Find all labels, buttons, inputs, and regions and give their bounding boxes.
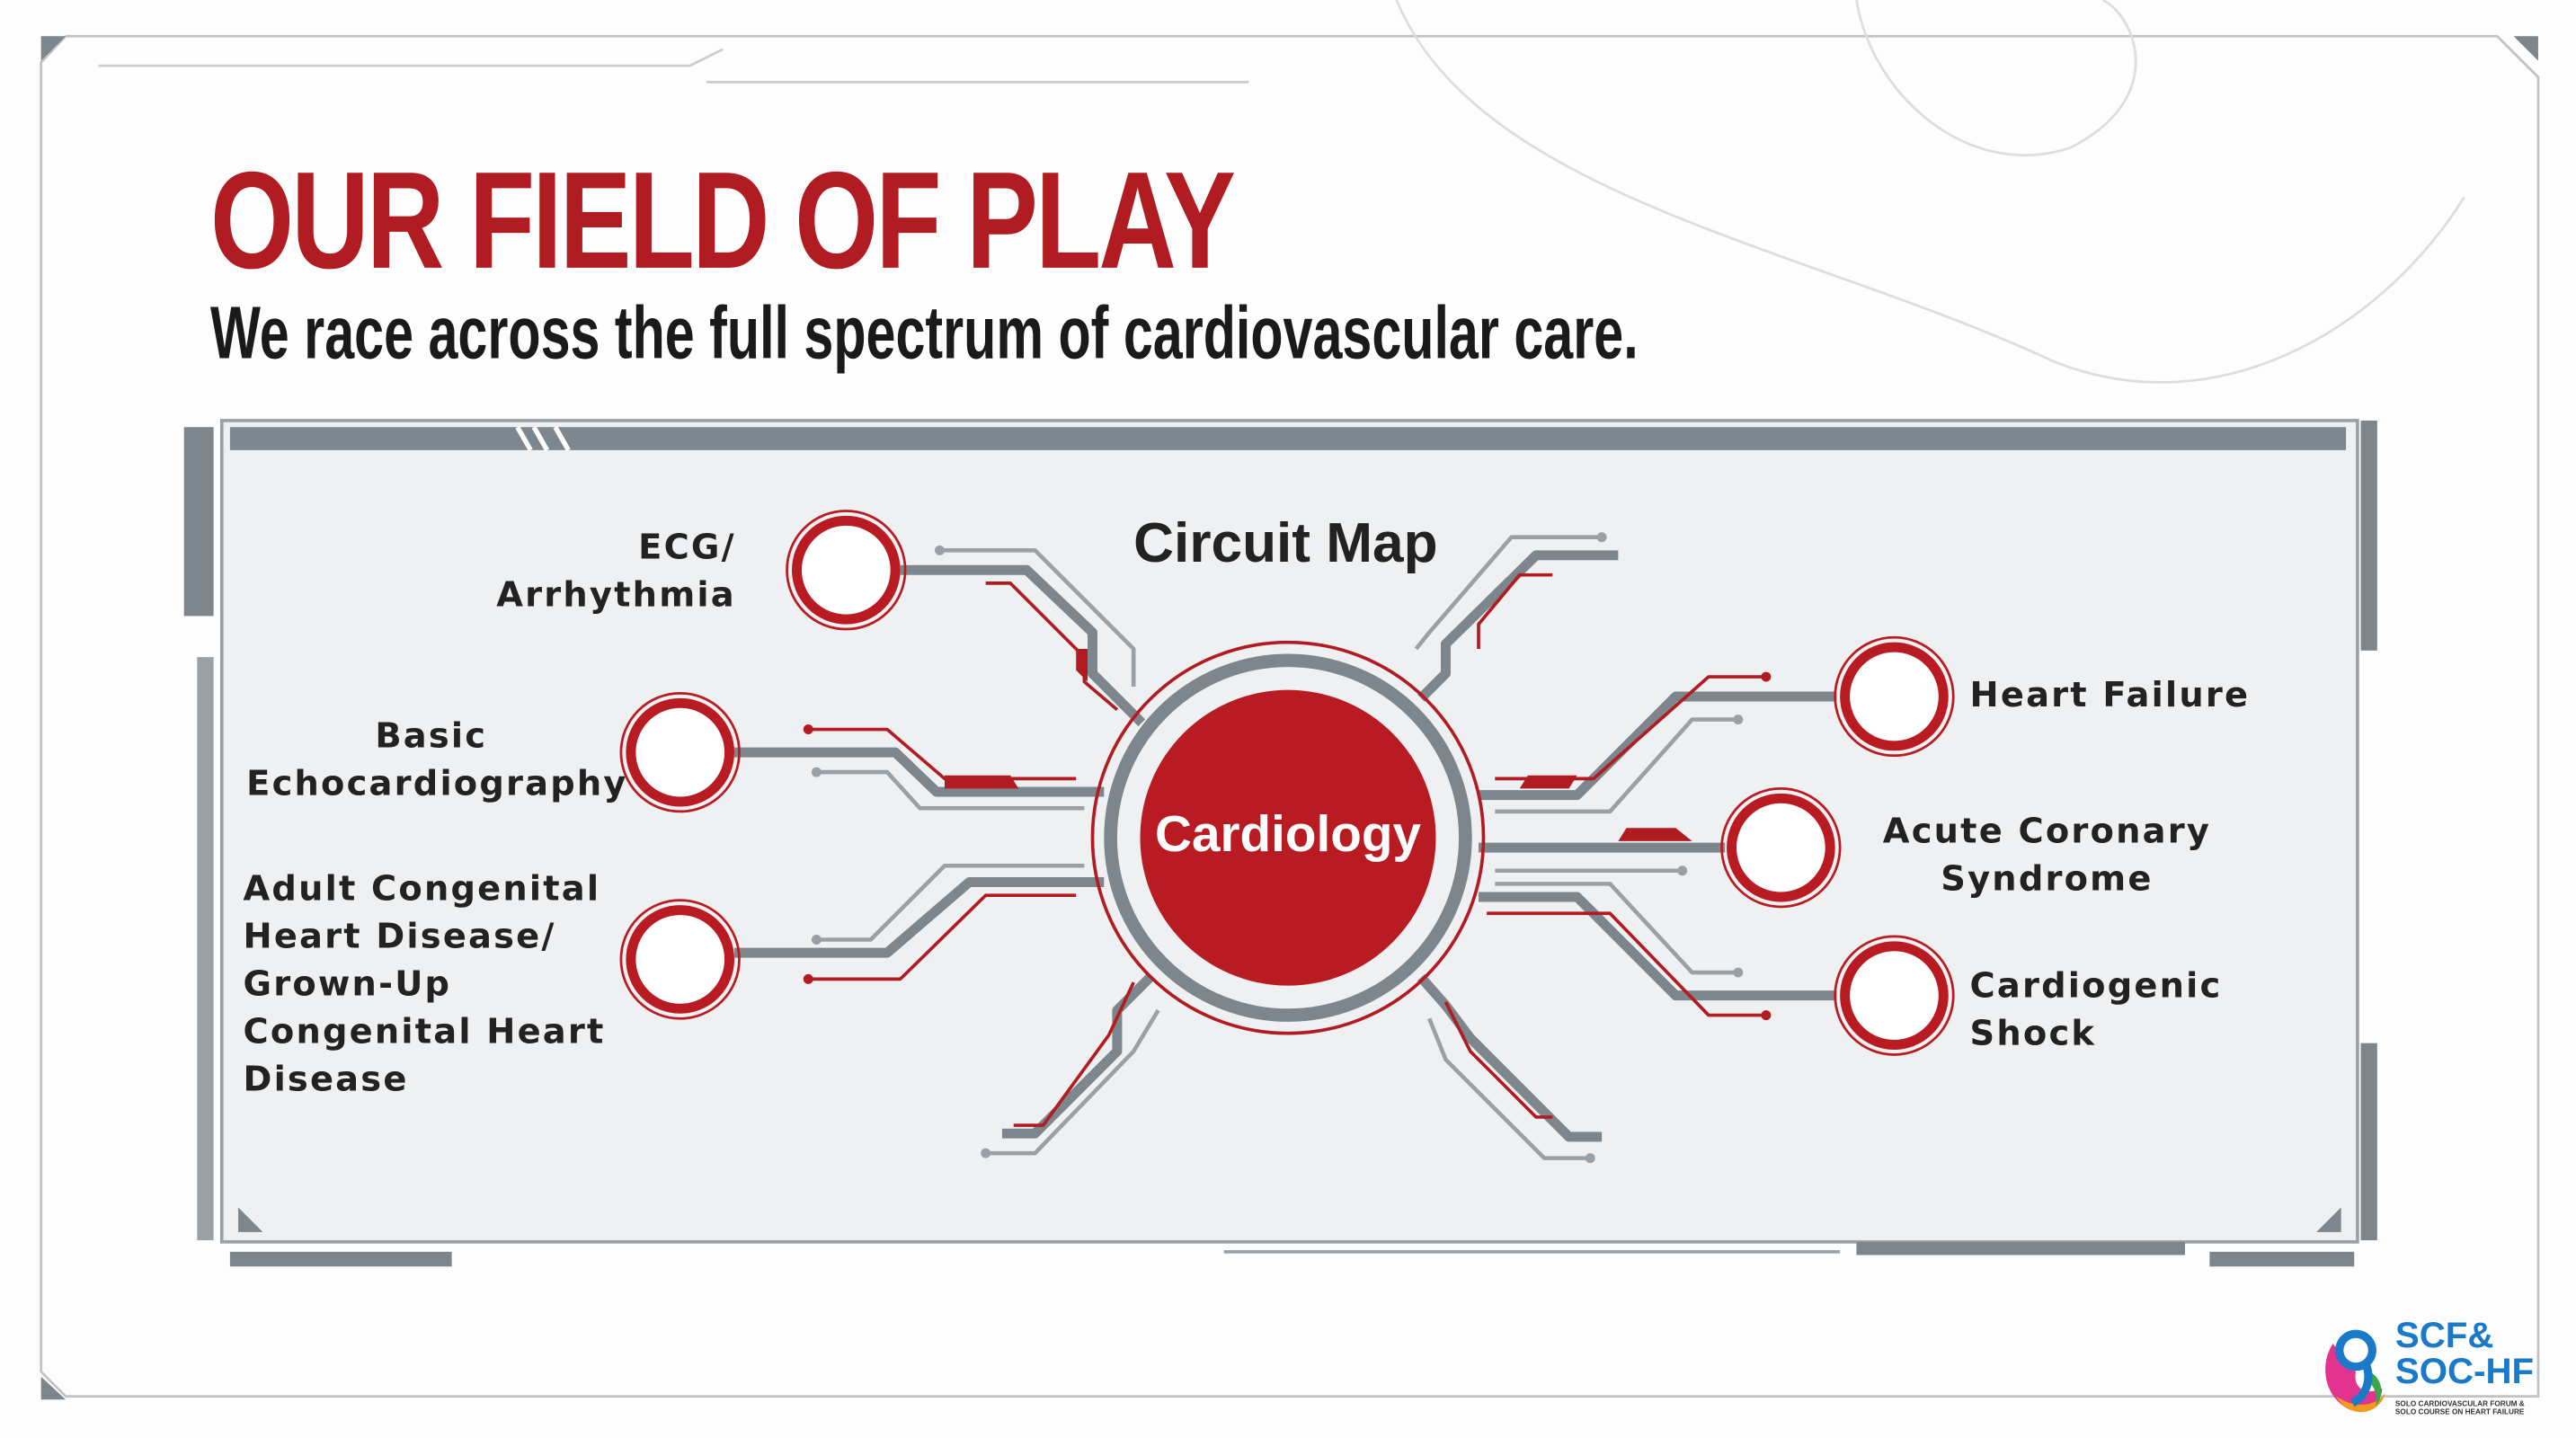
label-line: ECG/ [638, 527, 736, 567]
panel [183, 419, 2377, 1267]
label-line: Grown-Up [243, 963, 452, 1004]
center-label: Cardiology [1155, 804, 1421, 863]
corner-mark [40, 36, 67, 61]
label-line: Arrhythmia [496, 574, 736, 615]
page-subtitle: We race across the full spectrum of card… [209, 290, 1639, 375]
label-line: Heart Failure [1969, 675, 2251, 715]
logo-subline: SOLO CARDIOVASCULAR FORUM & [2394, 1399, 2525, 1408]
logo-subline: SOLO COURSE ON HEART FAILURE [2394, 1407, 2525, 1416]
node-hf [1840, 642, 1949, 751]
node-acs [1727, 793, 1835, 902]
label-acs: Acute Coronary Syndrome [1881, 808, 2213, 903]
logo-line: SOC-HF [2394, 1350, 2535, 1392]
label-line: Echocardiography [246, 763, 628, 803]
node-ecg [791, 515, 901, 625]
label-line: Shock [1969, 1013, 2097, 1053]
node-rings [626, 515, 1949, 1050]
page-title: OUR FIELD OF PLAY [209, 143, 1236, 297]
label-line: Disease [243, 1059, 409, 1099]
scf-soc-hf-logo: SCF& SOC-HF SOLO CARDIOVASCULAR FORUM & … [2316, 1314, 2563, 1429]
node-shock [1840, 941, 1949, 1050]
label-ecg: ECG/ Arrhythmia [476, 524, 736, 619]
outer-frame [40, 0, 2540, 1398]
circuit-traces [734, 532, 1837, 1164]
heart-logo-icon [2325, 1329, 2385, 1413]
cardiology-hub [1140, 689, 1436, 986]
diagram-title: Circuit Map [1133, 512, 1438, 575]
label-echo: Basic Echocardiography [246, 713, 628, 808]
corner-mark [40, 1376, 67, 1400]
label-line: Congenital Heart [243, 1011, 606, 1052]
label-line: Syndrome [1941, 858, 2154, 899]
label-line: Heart Disease/ [243, 916, 556, 956]
label-line: Adult Congenital [243, 868, 601, 909]
logo-line: SCF& [2394, 1314, 2494, 1355]
label-cardiogenic-shock: Cardiogenic Shock [1970, 963, 2223, 1058]
label-line: Basic [375, 715, 488, 756]
label-achd: Adult Congenital Heart Disease/ Grown-Up… [244, 865, 606, 1104]
logo-text: SCF& SOC-HF [2394, 1314, 2535, 1392]
label-line: Acute Coronary [1882, 811, 2212, 851]
label-line: Cardiogenic [1969, 965, 2223, 1006]
node-achd [626, 905, 735, 1014]
label-heart-failure: Heart Failure [1970, 672, 2251, 720]
node-echo [626, 697, 735, 807]
logo-subtext: SOLO CARDIOVASCULAR FORUM & SOLO COURSE … [2395, 1399, 2525, 1416]
